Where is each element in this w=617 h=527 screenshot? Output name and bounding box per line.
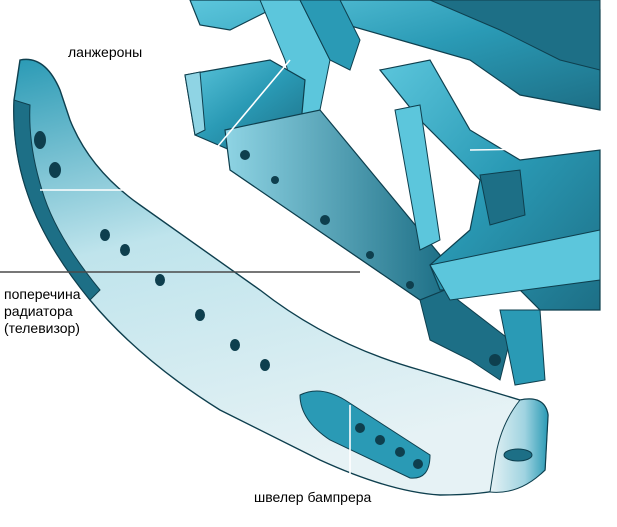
label-radiator-crossmember: поперечина радиатора (телевизор) bbox=[4, 286, 80, 337]
frame-upper-structure bbox=[189, 0, 601, 121]
frame-right-structure bbox=[378, 59, 601, 386]
label-crossmember-line-1: поперечина bbox=[4, 286, 81, 302]
label-crossmember-line-3: (телевизор) bbox=[4, 320, 80, 336]
leader-line-spars bbox=[197, 59, 291, 171]
label-crossmember-line-2: радиатора bbox=[4, 303, 73, 319]
leader-lines bbox=[0, 59, 601, 487]
label-bumper-channel: швелер бампрера bbox=[254, 489, 372, 505]
leader-line-right bbox=[469, 147, 601, 151]
label-spars: ланжероны bbox=[68, 44, 143, 60]
